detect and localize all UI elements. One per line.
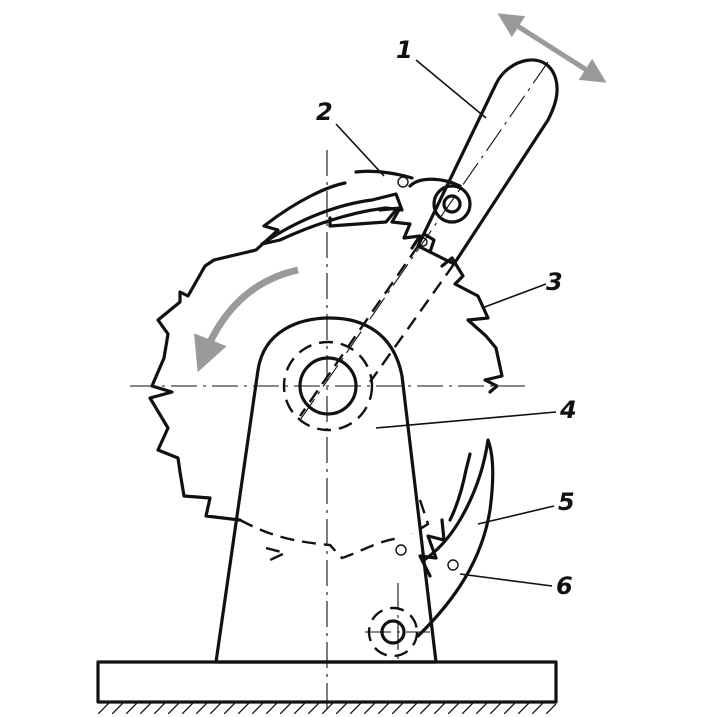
label-spring: 6 xyxy=(556,572,573,600)
center-lines xyxy=(130,61,549,712)
label-handle: 1 xyxy=(396,36,413,64)
base-plate xyxy=(96,660,558,714)
locking-pawl xyxy=(395,438,495,638)
label-drive-pawl: 2 xyxy=(316,98,333,126)
handle-swing-arrow xyxy=(497,13,607,83)
lower-pivot xyxy=(367,606,419,658)
label-ratchet-wheel: 3 xyxy=(546,268,563,296)
ratchet-wheel xyxy=(148,181,504,562)
stand-body xyxy=(214,316,438,664)
label-stand: 4 xyxy=(559,396,577,424)
label-locking-pawl: 5 xyxy=(558,488,575,516)
drive-pawl xyxy=(260,169,436,254)
leader-lines xyxy=(335,59,557,587)
handle-pawl-joint xyxy=(397,176,472,247)
wheel-rotation-arrow xyxy=(194,266,299,373)
